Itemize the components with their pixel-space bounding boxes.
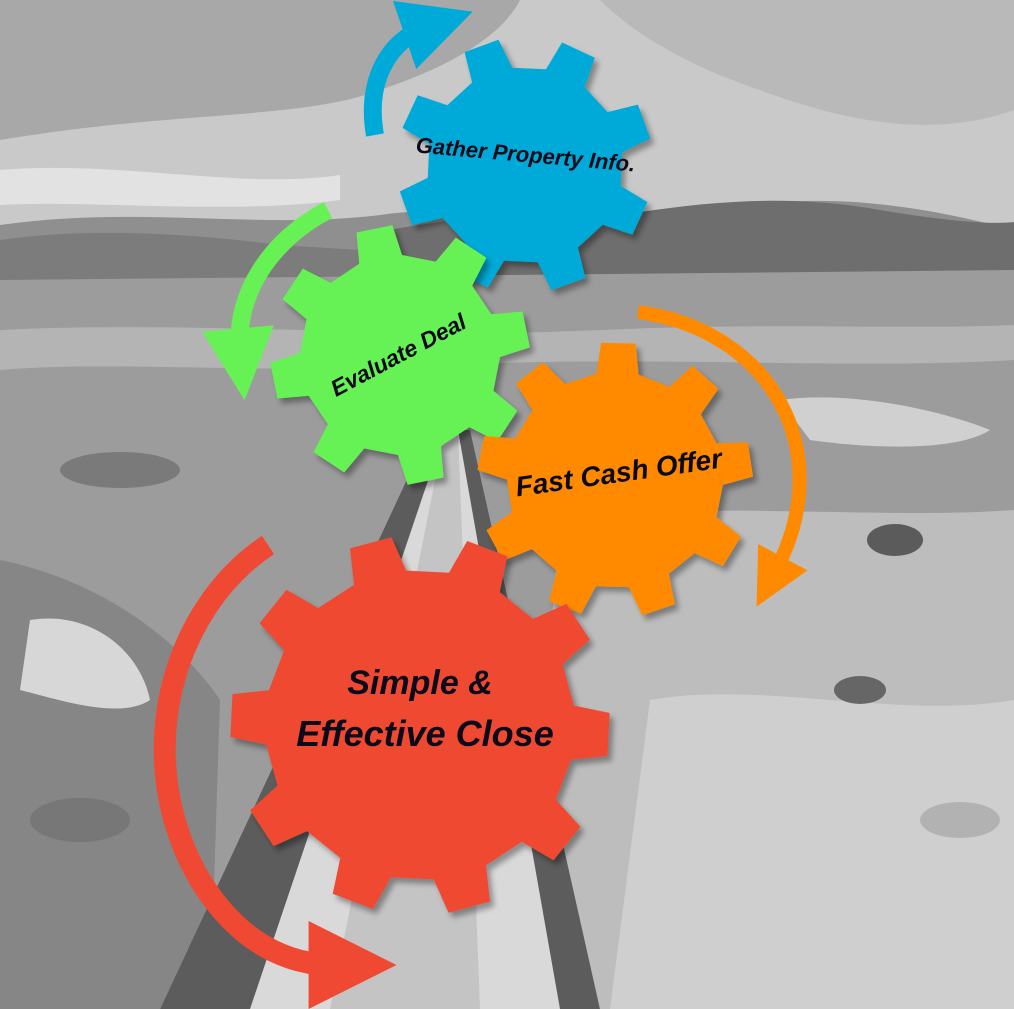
gear-gather-property-info xyxy=(399,39,651,291)
arrow-green-curve xyxy=(202,202,333,401)
gear-fast-cash-offer xyxy=(477,342,753,616)
arrow-red-curve xyxy=(153,535,397,1009)
gear-evaluate-deal xyxy=(270,225,530,485)
arrow-blue-curve xyxy=(363,0,473,137)
label-simple-line1: Simple & xyxy=(347,664,492,702)
label-effective-close-line2: Effective Close xyxy=(296,713,553,754)
gear-simple-effective-close xyxy=(230,537,610,913)
arrow-orange-curve xyxy=(637,305,808,607)
